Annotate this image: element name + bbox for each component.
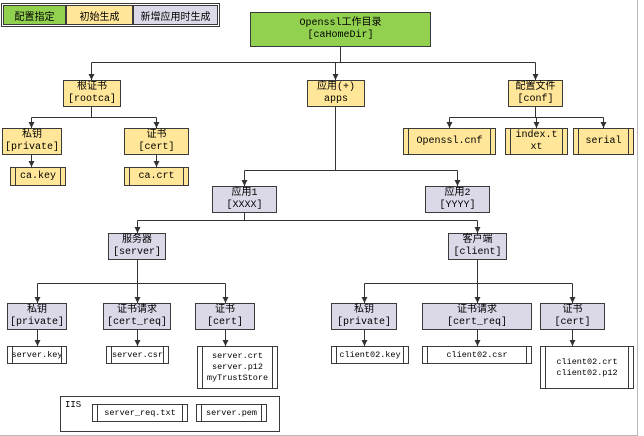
file-serial: serial (573, 128, 634, 155)
dir-server-cert-req: 证书请求 [cert_req] (103, 303, 171, 330)
dir-server-private: 私钥 [private] (7, 303, 67, 330)
dir-client-cert: 证书 [cert] (540, 303, 605, 330)
legend-configured: 配置指定 (3, 5, 66, 25)
node-dir: apps (323, 93, 348, 105)
node-title: 证书 (146, 129, 167, 141)
file-name: ca.crt (138, 170, 175, 182)
node-dir: [cert_req] (106, 316, 167, 328)
file-name: Openssl.cnf (416, 135, 483, 147)
node-dir: [private] (4, 141, 59, 153)
file-name: server.key (11, 349, 63, 360)
node-dir: [client] (453, 246, 502, 258)
node-title: 配置文件 (515, 81, 556, 93)
file-ca-crt: ca.crt (124, 167, 189, 186)
dir-client: 客户端 [client] (448, 233, 507, 260)
file-server-csr: server.csr (106, 346, 169, 364)
node-title: 私钥 (27, 304, 47, 316)
file-group-client-cert: client02.crt client02.p12 (540, 346, 634, 389)
dir-rootca-cert: 证书 [cert] (124, 128, 189, 155)
iis-label: IIS (65, 400, 82, 410)
node-title: 私钥 (354, 304, 374, 316)
file-name: client02.p12 (556, 367, 618, 378)
node-title: 客户端 (462, 234, 493, 246)
node-title: 证书请求 (117, 304, 157, 316)
node-dir: [cert] (138, 141, 175, 153)
legend-initial: 初始生成 (66, 5, 133, 25)
dir-app1: 应用1 [XXXX] (212, 186, 277, 213)
node-dir: [rootca] (67, 93, 116, 105)
dir-conf: 配置文件 [conf] (508, 80, 563, 107)
file-name: ca.key (19, 170, 56, 182)
node-title: Openssl工作目录 (299, 17, 382, 29)
node-title: 证书 (215, 304, 235, 316)
file-name: client02.key (339, 349, 401, 360)
dir-apps: 应用(+) apps (307, 80, 365, 107)
node-dir: [cert] (206, 316, 243, 328)
node-title: 证书 (562, 304, 583, 316)
node-title: 证书请求 (457, 304, 497, 316)
legend: 配置指定 初始生成 新增应用时生成 (1, 3, 220, 27)
file-name: server.p12 (211, 362, 263, 372)
file-name: index.txt (515, 129, 558, 153)
node-dir: [cert_req] (446, 316, 507, 328)
node-title: 服务器 (122, 234, 152, 246)
file-name: server.crt (211, 351, 263, 361)
node-title: 应用(+) (316, 81, 355, 93)
node-dir: [caHomeDir] (307, 29, 374, 41)
legend-new-app: 新增应用时生成 (133, 5, 218, 25)
file-server-key: server.key (7, 346, 67, 364)
file-openssl-cnf: Openssl.cnf (403, 128, 496, 155)
file-client-key: client02.key (331, 346, 409, 364)
file-name: server_req.txt (104, 407, 176, 418)
node-title: 应用2 (444, 187, 471, 199)
file-server-pem: server.pem (196, 404, 267, 422)
file-name: client02.csr (446, 349, 508, 360)
file-name: myTrustStore (206, 373, 269, 383)
dir-app2: 应用2 [YYYY] (425, 186, 490, 213)
file-name: serial (585, 135, 622, 147)
file-name: server.pem (205, 407, 257, 418)
node-dir: [conf] (517, 93, 554, 105)
dir-server: 服务器 [server] (108, 233, 166, 260)
node-dir: [private] (336, 316, 391, 328)
node-title: 根证书 (77, 81, 107, 93)
file-name: client02.crt (556, 356, 618, 367)
node-title: 应用1 (231, 187, 258, 199)
dir-rootca: 根证书 [rootca] (63, 80, 121, 107)
file-server-req-txt: server_req.txt (92, 404, 188, 422)
file-group-server-cert: server.crt server.p12 myTrustStore (197, 346, 278, 389)
dir-rootca-private: 私钥 [private] (2, 128, 62, 155)
node-dir: [YYYY] (439, 199, 476, 211)
node-dir: [cert] (554, 316, 591, 328)
file-client-csr: client02.csr (422, 346, 532, 364)
dir-client-private: 私钥 [private] (331, 303, 397, 330)
dir-server-cert: 证书 [cert] (195, 303, 255, 330)
dir-client-cert-req: 证书请求 [cert_req] (422, 303, 532, 330)
file-index-txt: index.txt (505, 128, 568, 155)
dir-root: Openssl工作目录 [caHomeDir] (250, 12, 431, 47)
node-dir: [private] (9, 316, 64, 328)
node-dir: [XXXX] (226, 199, 263, 211)
file-ca-key: ca.key (10, 167, 66, 186)
node-dir: [server] (112, 246, 161, 258)
node-title: 私钥 (22, 129, 42, 141)
file-name: server.csr (112, 349, 164, 360)
